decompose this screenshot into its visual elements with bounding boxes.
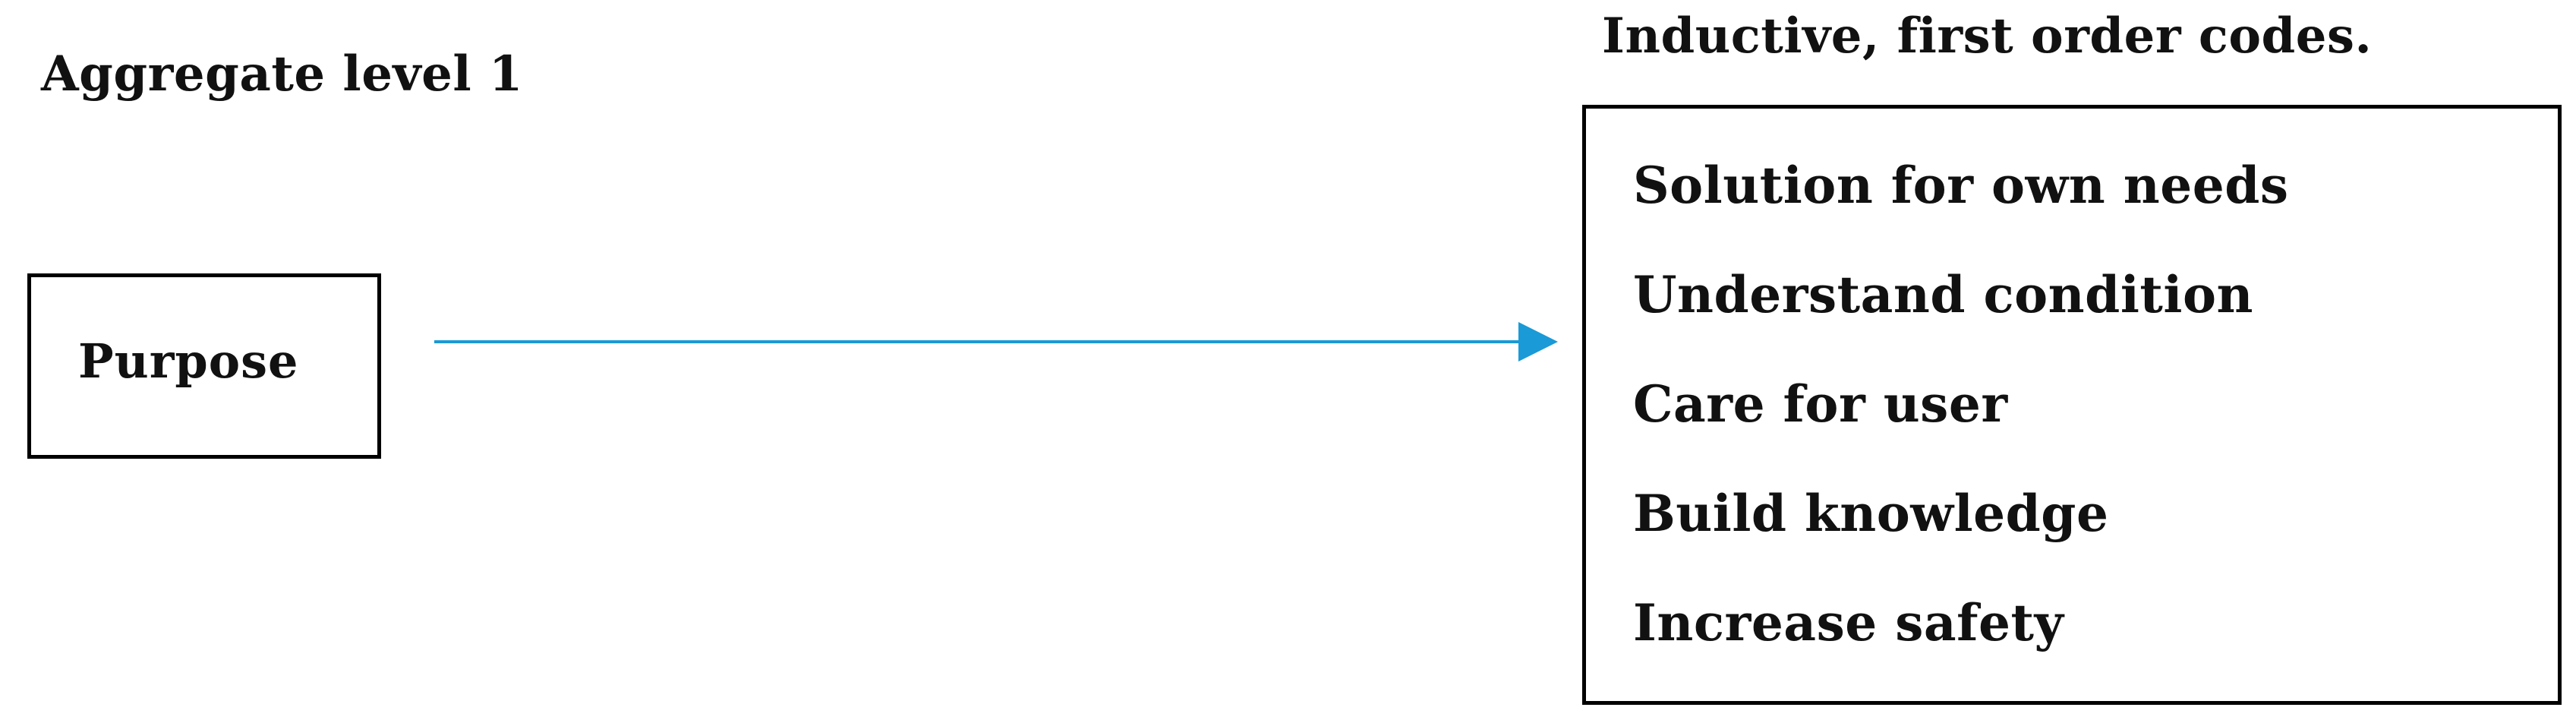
purpose-box: Purpose [27, 273, 381, 459]
codes-list: Solution for own needs Understand condit… [1633, 160, 2289, 707]
code-item: Build knowledge [1633, 484, 2109, 543]
aggregate-level-heading: Aggregate level 1 [41, 46, 523, 103]
arrow-head [1518, 322, 1558, 362]
purpose-label: Purpose [78, 333, 299, 389]
first-order-codes-heading: Inductive, first order codes. [1602, 8, 2373, 65]
code-item: Increase safety [1633, 593, 2064, 652]
code-item: Understand condition [1633, 265, 2253, 324]
code-item: Care for user [1633, 374, 2008, 434]
connector-arrow [434, 322, 1558, 362]
code-item: Solution for own needs [1633, 156, 2289, 215]
first-order-codes-box: Solution for own needs Understand condit… [1582, 105, 2562, 705]
